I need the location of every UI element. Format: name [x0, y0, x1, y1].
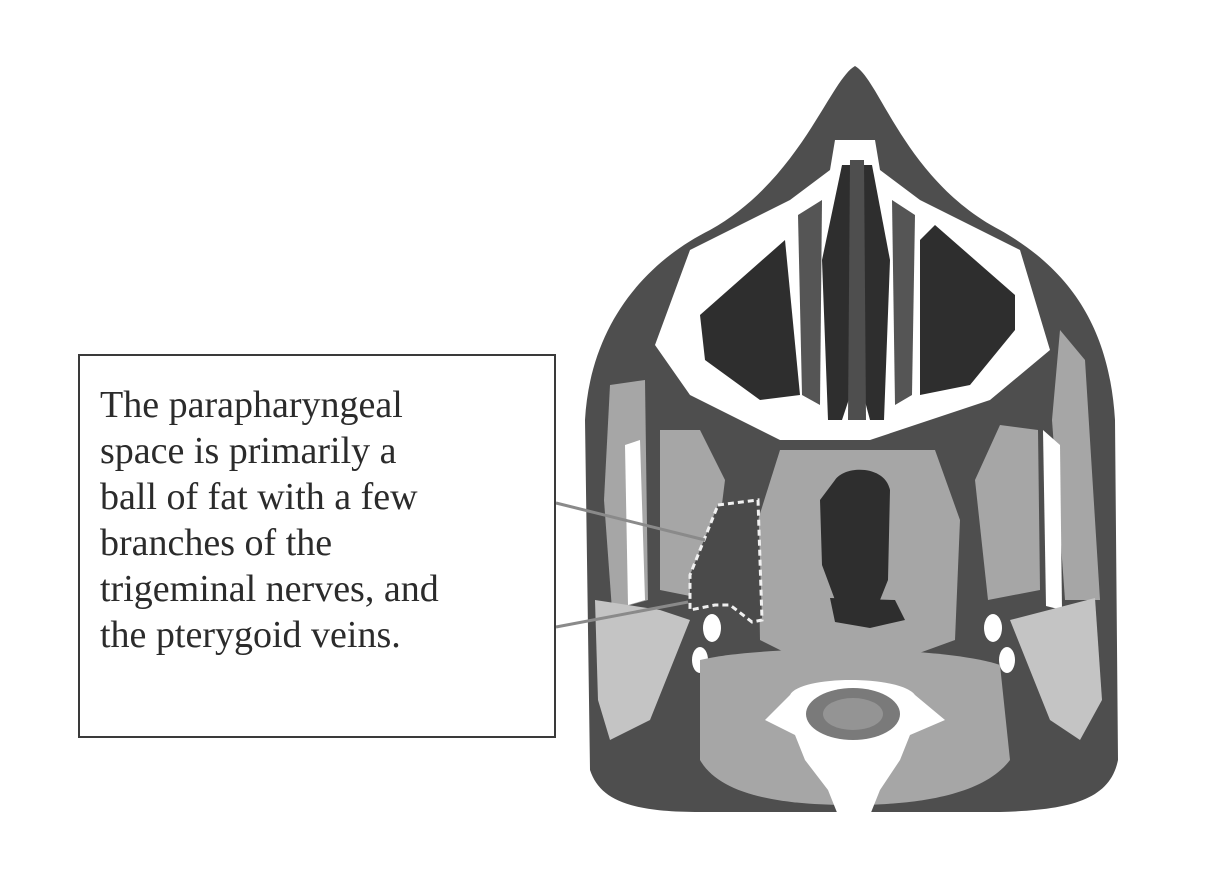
vessel-right-2: [999, 647, 1015, 673]
vessel-left-1: [703, 614, 721, 642]
spinal-cord: [823, 698, 883, 730]
airway: [820, 470, 890, 600]
mandible-ramus-right: [1043, 430, 1062, 610]
vessel-right-1: [984, 614, 1002, 642]
nasal-septum-center: [848, 160, 866, 420]
callout-box: The parapharyngeal space is primarily a …: [78, 354, 556, 738]
turbinate-left: [798, 200, 822, 405]
callout-text: The parapharyngeal space is primarily a …: [100, 382, 554, 658]
turbinate-right: [892, 200, 915, 405]
